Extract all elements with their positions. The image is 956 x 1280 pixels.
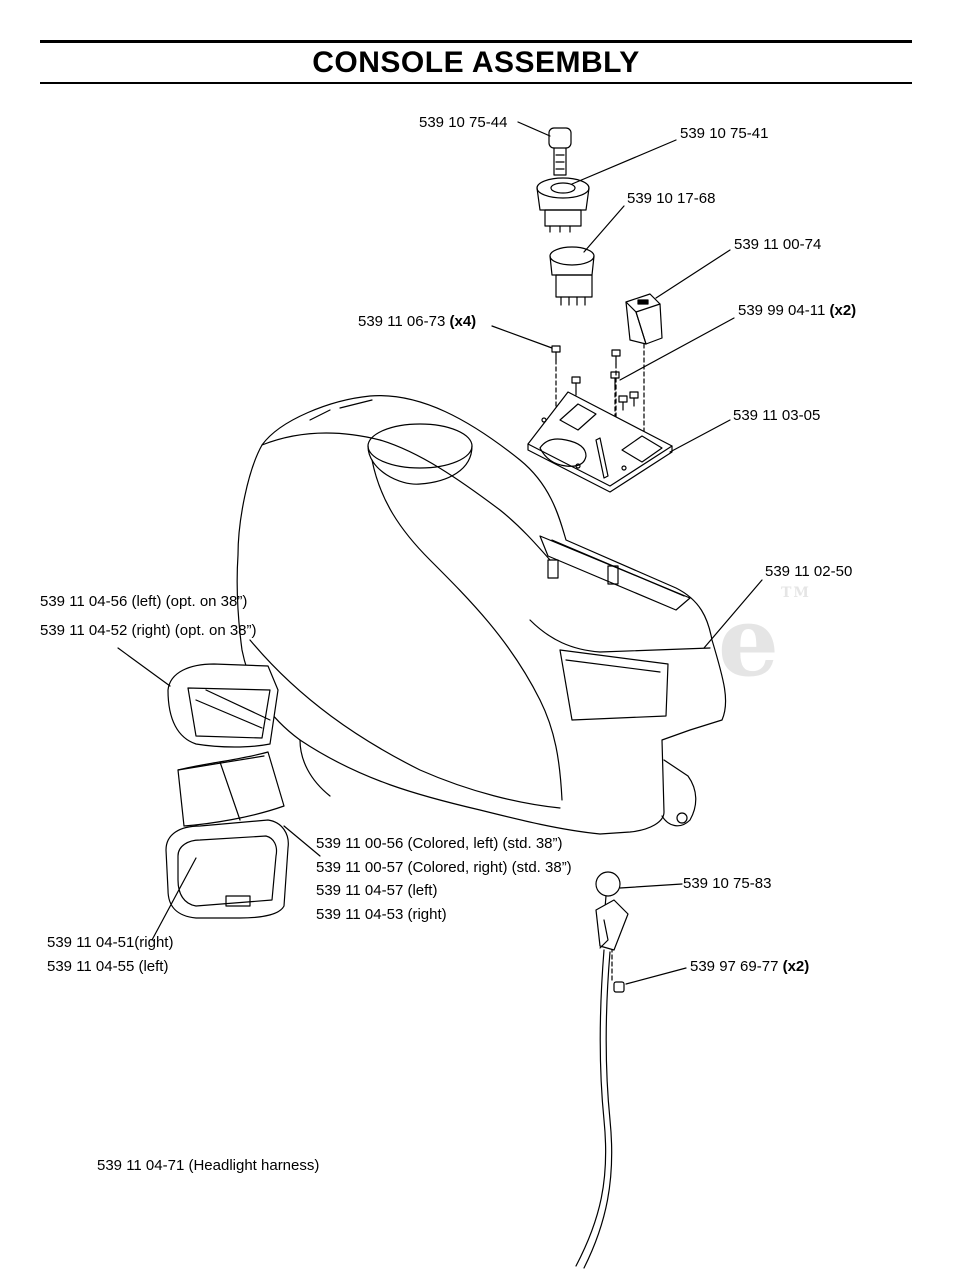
part-label-539-10-17-68: 539 10 17-68 [627, 190, 716, 207]
part-label-539-11-04-57: 539 11 04-57 (left) [316, 882, 438, 899]
screws [551, 345, 639, 411]
part-label-539-11-04-56: 539 11 04-56 (left) (opt. on 38”) [40, 593, 248, 610]
part-label-539-11-06-73: 539 11 06-73 (x4) [358, 313, 477, 330]
leader-lines [117, 121, 763, 985]
part-label-539-11-00-56: 539 11 00-56 (Colored, left) (std. 38”) [316, 835, 563, 852]
part-label-539-11-04-51: 539 11 04-51(right) [47, 934, 174, 951]
console-body [236, 395, 727, 835]
part-label-539-11-03-05: 539 11 03-05 [733, 407, 821, 424]
part-label-539-99-04-11: 539 99 04-11 (x2) [738, 302, 857, 319]
part-label-539-10-75-44: 539 10 75-44 [419, 114, 508, 131]
pto-switch [549, 246, 595, 306]
ignition-key [548, 127, 572, 176]
part-label-539-10-75-41: 539 10 75-41 [680, 125, 769, 142]
headlight-lens [177, 751, 285, 827]
header-bottom-rule [40, 82, 912, 84]
hour-meter [625, 293, 663, 345]
part-label-539-11-02-50: 539 11 02-50 [765, 563, 853, 580]
part-label-539-11-00-74: 539 11 00-74 [734, 236, 822, 253]
knob-and-harness [575, 871, 629, 1269]
part-label-539-11-04-53: 539 11 04-53 (right) [316, 906, 447, 923]
part-label-539-11-04-71: 539 11 04-71 (Headlight harness) [97, 1157, 320, 1174]
headlight-frame [165, 819, 289, 919]
part-label-539-11-00-57: 539 11 00-57 (Colored, right) (std. 38”) [316, 859, 572, 876]
part-label-539-97-69-77: 539 97 69-77 (x2) [690, 958, 810, 975]
part-label-539-10-75-83: 539 10 75-83 [683, 875, 772, 892]
part-label-539-11-04-52: 539 11 04-52 (right) (opt. on 38”) [40, 622, 257, 639]
ignition-switch [536, 177, 590, 233]
headlight-bezel-optional [167, 663, 279, 748]
mounting-plate [527, 391, 673, 493]
header-top-rule [40, 40, 912, 43]
part-label-539-11-04-55: 539 11 04-55 (left) [47, 958, 169, 975]
page-title: CONSOLE ASSEMBLY [312, 46, 640, 79]
